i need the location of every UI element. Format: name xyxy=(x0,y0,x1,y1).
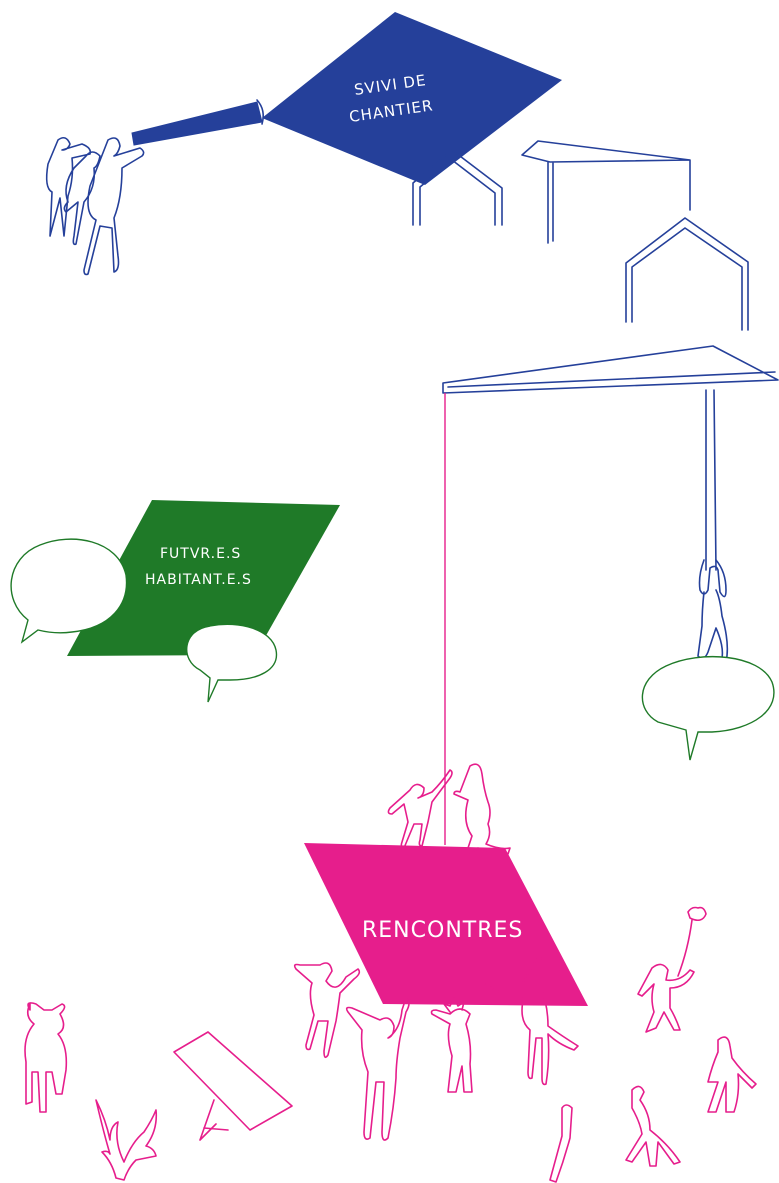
futur-habitants-group: FUTVR.E.S HABITANT.E.S xyxy=(11,500,774,760)
speech-bubble-right xyxy=(642,657,774,760)
futur-label-line2: HABITANT.E.S xyxy=(145,572,252,588)
speech-bubble-bottom xyxy=(187,624,277,702)
rencontres-label: RENCONTRES xyxy=(362,918,523,943)
people-telescope-figures xyxy=(47,138,144,275)
house-sketch-hanging xyxy=(626,218,748,330)
crane-sketch xyxy=(443,346,778,570)
futur-label-line1: FUTVR.E.S xyxy=(160,546,241,562)
hanging-person-figure xyxy=(698,560,727,662)
rencontres-group: RENCONTRES xyxy=(25,393,756,1182)
table-sketch xyxy=(522,141,690,243)
telescope-icon xyxy=(132,102,262,145)
